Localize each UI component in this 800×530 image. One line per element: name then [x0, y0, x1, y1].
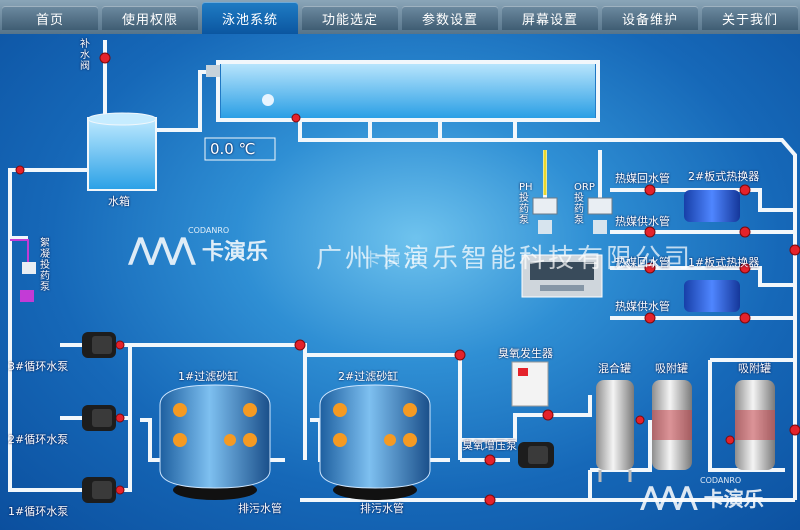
- label-plate-hex-2: 2#板式热换器: [688, 170, 760, 183]
- label-water-tank: 水箱: [108, 195, 130, 208]
- pipe-hex-1-return: [610, 266, 795, 287]
- pump-2[interactable]: [82, 405, 116, 431]
- swimming-pool: [206, 60, 600, 122]
- label-ozone-generator: 臭氧发生器: [498, 347, 553, 360]
- valve-hex-1-return[interactable]: [644, 262, 656, 274]
- valve-filter-1-in[interactable]: [294, 339, 306, 351]
- pump-1[interactable]: [82, 477, 116, 503]
- valve-makeup[interactable]: [99, 52, 111, 64]
- valve-hex-2-return[interactable]: [644, 184, 656, 196]
- label-adsorb-tank-1: 吸附罐: [655, 362, 688, 375]
- tab-parameter-settings[interactable]: 参数设置: [402, 6, 498, 30]
- floc-dosing-pump[interactable]: [20, 262, 36, 302]
- orp-dosing-pump[interactable]: [587, 197, 613, 234]
- valve-adsorb-2[interactable]: [725, 435, 735, 445]
- label-mix-tank: 混合罐: [598, 362, 631, 375]
- valve-pump-3[interactable]: [115, 340, 125, 350]
- pipe-hex-2-return: [610, 188, 795, 212]
- corner-logo: ⋀⋀⋀ 卡演乐 CODANRO: [640, 476, 764, 512]
- valve-hex-1-supply[interactable]: [644, 312, 656, 324]
- label-hot-return-pipe-2: 热媒回水管: [615, 256, 670, 269]
- circulation-pumps: [82, 332, 554, 503]
- label-filter-2: 2#过滤砂缸: [338, 370, 399, 383]
- plate-heat-exchanger-1[interactable]: [684, 280, 740, 312]
- ozone-booster-pump[interactable]: [518, 442, 554, 468]
- valve-ozone-in[interactable]: [542, 409, 554, 421]
- watermark-company: 广州卡演乐智能科技有限公司: [316, 244, 694, 274]
- label-pump-1: 1#循环水泵: [8, 505, 69, 518]
- plate-heat-exchanger-2[interactable]: [684, 190, 740, 222]
- label-hot-supply-pipe-1: 热媒供水管: [615, 215, 670, 228]
- tab-about[interactable]: 关于我们: [702, 6, 798, 30]
- label-hot-supply-pipe-2: 热媒供水管: [615, 300, 670, 313]
- brand-mark-icon-corner: ⋀⋀⋀: [640, 482, 698, 512]
- tab-bar: 首页 使用权限 泳池系统 功能选定 参数设置 屏幕设置 设备维护 关于我们: [0, 0, 800, 34]
- sand-filter-1[interactable]: [159, 384, 271, 500]
- valve-hex-1-supply-b[interactable]: [739, 312, 751, 324]
- pipe-pool-drain: [298, 118, 517, 142]
- pump-3[interactable]: [82, 332, 116, 358]
- pool-temperature-readout: 0.0 ℃: [210, 140, 256, 158]
- label-floc-dosing: 絮凝投药泵: [40, 238, 50, 293]
- adsorb-tank-1[interactable]: [652, 380, 692, 470]
- pipe-left-loop: [8, 168, 115, 492]
- valve-mix[interactable]: [635, 415, 645, 425]
- label-pump-2: 2#循环水泵: [8, 433, 69, 446]
- water-tank: [87, 112, 157, 191]
- label-supply-valve: 补水阀: [80, 39, 90, 72]
- label-drain-2: 排污水管: [360, 502, 404, 515]
- tab-function-select[interactable]: 功能选定: [302, 6, 398, 30]
- tab-screen-settings[interactable]: 屏幕设置: [502, 6, 598, 30]
- temperature-box: [204, 137, 276, 161]
- tab-home[interactable]: 首页: [2, 6, 98, 30]
- ozone-generator[interactable]: [511, 361, 549, 407]
- label-plate-hex-1: 1#板式热换器: [688, 256, 760, 269]
- valve-hex-2-supply-b[interactable]: [739, 226, 751, 238]
- watermark-brand-en: CODANRO: [188, 226, 230, 235]
- valve-pump-1[interactable]: [115, 485, 125, 495]
- label-ozone-booster: 臭氧增压泵: [462, 439, 517, 452]
- label-orp-dosing: ORP投药泵: [574, 182, 595, 226]
- tab-pool-system[interactable]: 泳池系统: [202, 2, 298, 34]
- label-pump-3: 3#循环水泵: [8, 360, 69, 373]
- valve-right-riser[interactable]: [789, 244, 800, 256]
- sand-filter-2[interactable]: [319, 384, 431, 500]
- valve-pool-1[interactable]: [291, 113, 301, 123]
- label-filter-1: 1#过滤砂缸: [178, 370, 239, 383]
- floc-dosing-tube: [10, 239, 29, 268]
- valve-filter-2-in[interactable]: [454, 349, 466, 361]
- label-hot-return-pipe: 热媒回水管: [615, 172, 670, 185]
- tab-device-maintenance[interactable]: 设备维护: [602, 6, 698, 30]
- valve-drain[interactable]: [484, 494, 496, 506]
- valve-hex-2-supply[interactable]: [644, 226, 656, 238]
- watermark-brand: 卡演乐: [201, 239, 268, 265]
- valve-pump-2[interactable]: [115, 413, 125, 423]
- valve-right-bottom[interactable]: [789, 424, 800, 436]
- pipe-to-ozone: [460, 395, 592, 442]
- pipe-right-riser: [515, 138, 797, 500]
- ph-dosing-pump[interactable]: [532, 197, 558, 234]
- watermark-center: 卡演乐: [362, 250, 425, 271]
- control-panel[interactable]: [521, 254, 603, 298]
- valve-hex-2-return-b[interactable]: [739, 184, 751, 196]
- valve-left-top[interactable]: [15, 165, 25, 175]
- pipe-network: [8, 40, 797, 502]
- brand-mark-icon: ⋀⋀⋀: [128, 232, 196, 267]
- corner-brand: 卡演乐: [703, 486, 764, 511]
- adsorb-tank-2[interactable]: [735, 380, 775, 470]
- corner-brand-en: CODANRO: [700, 476, 742, 485]
- label-drain-1: 排污水管: [238, 502, 282, 515]
- label-adsorb-tank-2: 吸附罐: [738, 362, 771, 375]
- tab-permissions[interactable]: 使用权限: [102, 6, 198, 30]
- valve-hex-1-return-b[interactable]: [739, 262, 751, 274]
- label-ph-dosing: PH投药泵: [519, 182, 533, 226]
- pipe-tank-to-pool: [155, 70, 218, 132]
- valve-booster[interactable]: [484, 454, 496, 466]
- mix-tank[interactable]: [596, 380, 634, 482]
- watermark-logo: ⋀⋀⋀ 卡演乐 CODANRO: [128, 226, 268, 267]
